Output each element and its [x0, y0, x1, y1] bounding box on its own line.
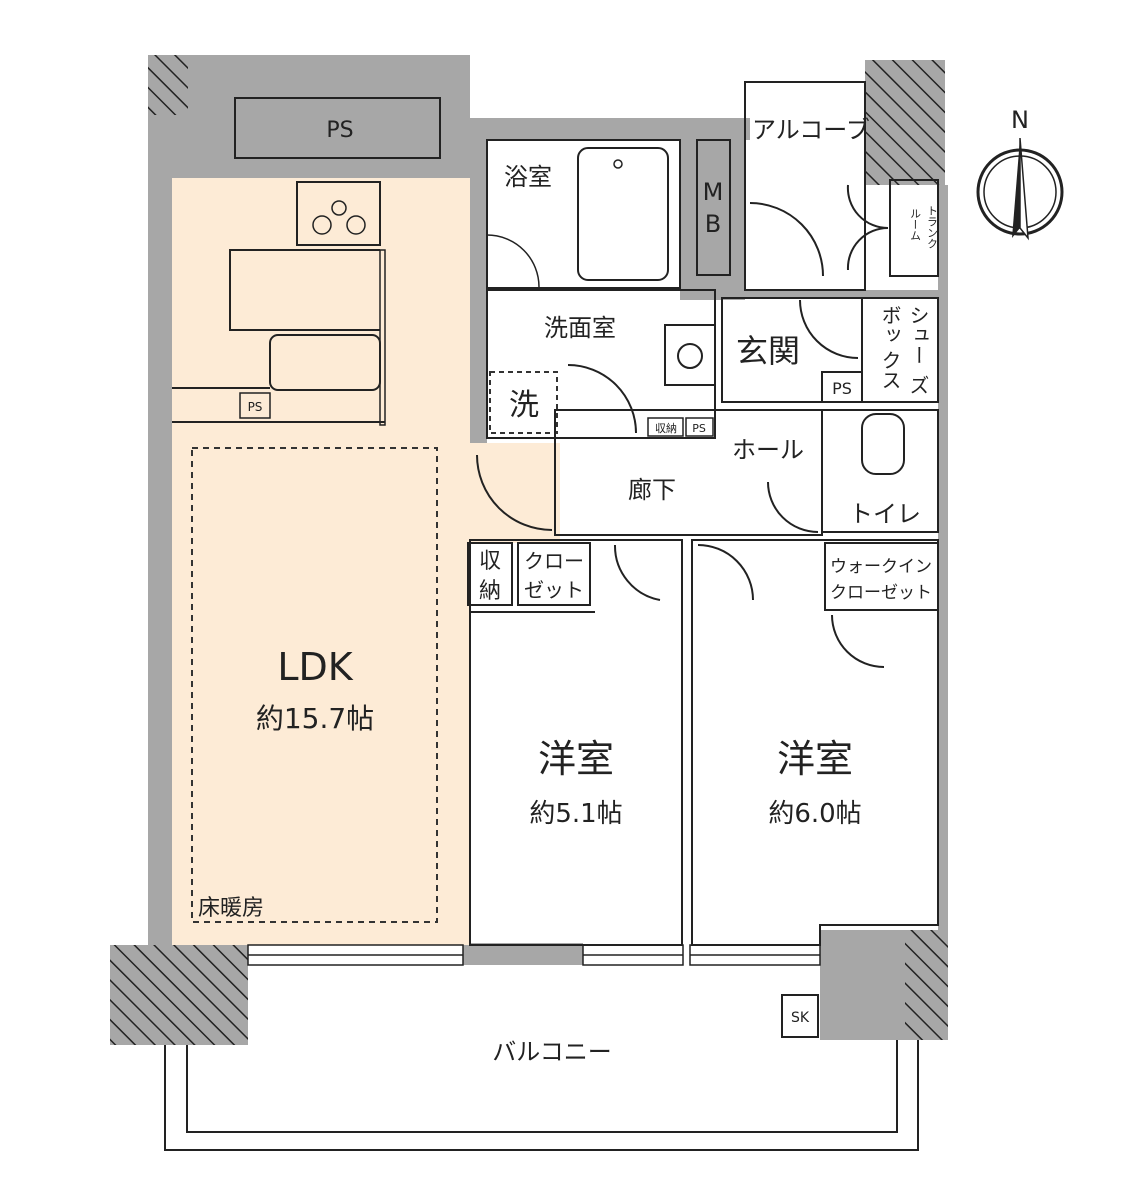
- shoe-box: [861, 297, 939, 403]
- small-storage: [647, 417, 684, 437]
- western-room-2-label: 洋室: [777, 737, 853, 781]
- shoe-box-label-1b: ズ: [906, 375, 930, 395]
- small-storage-label: 収納: [655, 422, 677, 435]
- shoe-box-label-1: シュー: [906, 305, 930, 365]
- sk-label: SK: [791, 1010, 810, 1026]
- small-ps: [685, 417, 714, 437]
- washroom-label: 洗面室: [544, 314, 616, 342]
- north-compass-icon: N: [976, 106, 1064, 241]
- hall-label: ホール: [732, 436, 804, 464]
- western-room-2-size: 約6.0帖: [768, 799, 861, 829]
- toilet: [821, 409, 939, 533]
- balcony: バルコニー SK: [164, 994, 919, 1151]
- ps-top-label: PS: [326, 118, 353, 143]
- storage-label-1: 収: [479, 549, 501, 574]
- shoe-box-label-3: クス: [878, 350, 902, 390]
- closet-label-2: ゼット: [524, 578, 584, 602]
- entrance-label: 玄関: [736, 332, 800, 370]
- meter-box: [696, 139, 731, 276]
- corridor-label: 廊下: [628, 476, 676, 504]
- alcove-label: アルコーブ: [752, 116, 870, 144]
- toilet-label: トイレ: [849, 500, 921, 528]
- windows: [247, 944, 821, 966]
- kitchen-ps: [239, 392, 271, 419]
- wic-label-1: ウォークイン: [830, 557, 932, 577]
- north-label: N: [1011, 106, 1029, 134]
- mb-label-2: B: [705, 210, 721, 238]
- washer-label: 洗: [509, 388, 539, 423]
- washer-space: [489, 371, 558, 434]
- ldk-room: PS LDK 約15.7帖 床暖房: [172, 178, 560, 945]
- entrance-ps: [821, 371, 863, 403]
- ldk-label: LDK: [277, 645, 353, 689]
- closet-label-1: クロー: [524, 549, 584, 573]
- storage: [467, 542, 513, 606]
- ldk-size: 約15.7帖: [256, 702, 374, 735]
- toilet-icon: [861, 413, 905, 475]
- trunk-room-label-1: トランク: [926, 205, 939, 249]
- stove-icon: [296, 181, 381, 246]
- storage-label-2: 納: [479, 579, 501, 604]
- floor-heating-area: [191, 447, 438, 923]
- bath-label: 浴室: [504, 163, 552, 191]
- trunk-room-label-2: ルーム: [909, 208, 922, 241]
- wic-label-2: クローゼット: [830, 583, 932, 603]
- kitchen-ps-label: PS: [248, 400, 263, 414]
- western-room-1: [469, 539, 683, 946]
- walk-in-closet: [824, 542, 939, 611]
- walls: [110, 55, 948, 1045]
- closet: [517, 542, 591, 606]
- ps-top: [234, 97, 441, 159]
- western-room-1-size: 約5.1帖: [529, 799, 622, 829]
- balcony-label: バルコニー: [492, 1038, 612, 1066]
- shoe-box-label-2: ボッ: [878, 305, 902, 345]
- floor-heating-label: 床暖房: [198, 896, 264, 921]
- washbasin-icon: [664, 324, 716, 386]
- bathroom: [486, 139, 681, 289]
- slop-sink: [781, 994, 819, 1038]
- entrance-ps-label: PS: [832, 379, 852, 398]
- western-room-1-label: 洋室: [538, 737, 614, 781]
- alcove: [744, 81, 866, 291]
- trunk-room: [889, 179, 939, 277]
- bathtub-icon: [577, 147, 669, 281]
- small-ps-label: PS: [692, 422, 706, 435]
- mb-label-1: M: [703, 178, 724, 206]
